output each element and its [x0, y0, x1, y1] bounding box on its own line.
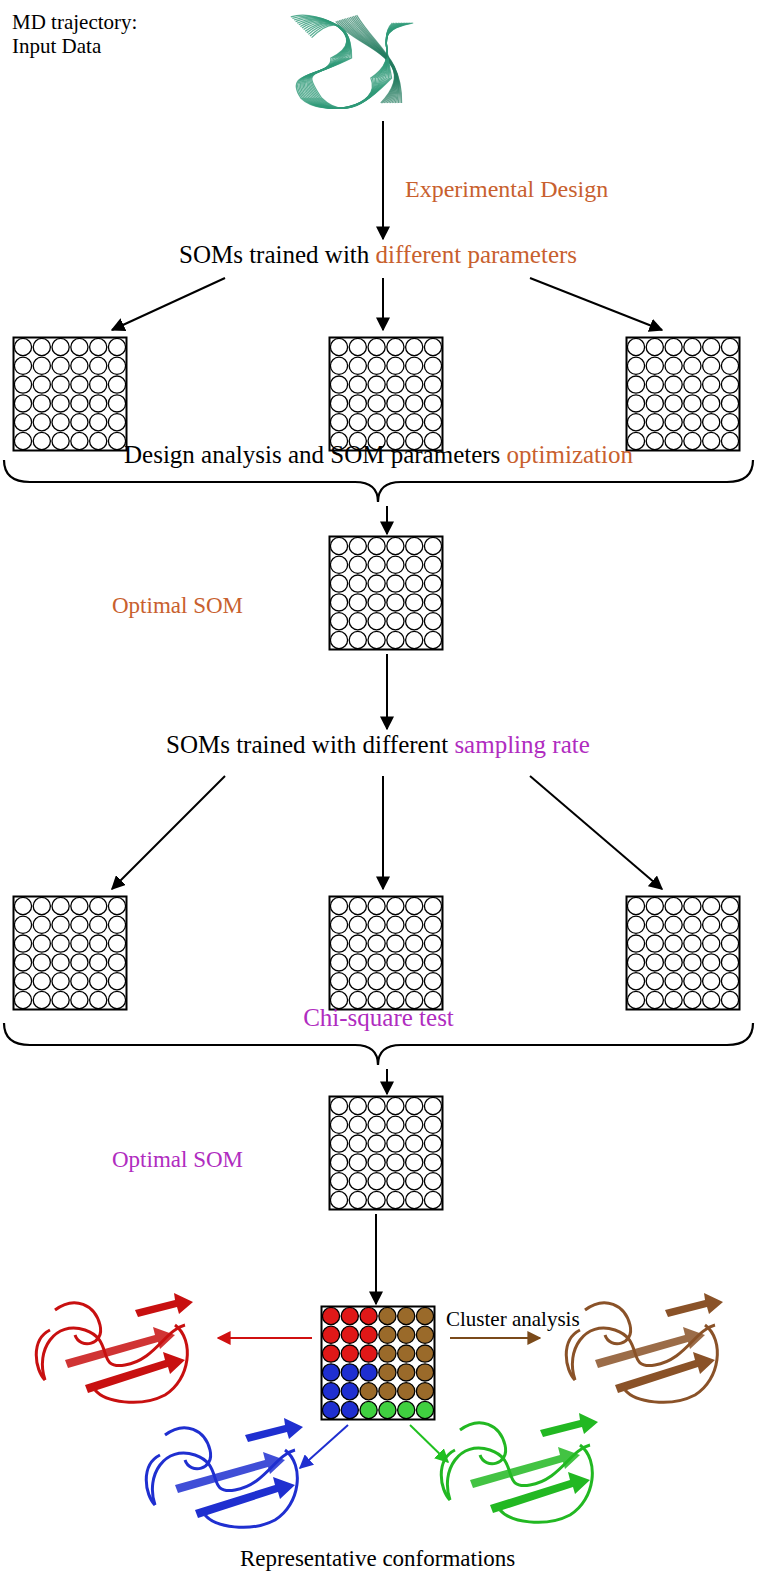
step-label: SOMs trained with differentsampling rate — [166, 730, 590, 760]
input-data-label: MD trajectory: Input Data — [10, 8, 440, 120]
flow-arrow — [386, 1069, 388, 1094]
optimal-som: Optimal SOM — [110, 535, 446, 653]
som-grid — [14, 897, 127, 1010]
node-text: MD trajectory: Input Data — [12, 10, 162, 58]
node-text: different parameters — [376, 241, 578, 268]
som-grid — [330, 338, 443, 451]
edge-label: Experimental Design — [405, 176, 608, 203]
node-text: SOMs trained with — [179, 241, 369, 268]
node-text: Representative conformations — [240, 1546, 515, 1571]
output-label: Representative conformations — [240, 1545, 515, 1573]
flow-arrow — [386, 654, 388, 729]
flow-arrow — [375, 1214, 377, 1304]
test-label: Chi-square test — [0, 1003, 757, 1068]
node-text: Design analysis and SOM parameters — [124, 441, 500, 468]
cluster-som: Cluster analysis — [320, 1305, 620, 1421]
text-line: Representative conformations — [240, 1545, 515, 1573]
node-text: Chi-square test — [303, 1004, 454, 1031]
som-grid — [14, 338, 127, 451]
text-line: SOMs trained with differentsampling rate — [166, 730, 590, 760]
som-grid — [328, 535, 444, 651]
node-text: Optimal SOM — [112, 1147, 243, 1173]
som-grid — [320, 1305, 436, 1421]
som-grid — [328, 1095, 444, 1211]
flow-arrow — [382, 121, 384, 239]
flow-arrow — [386, 506, 388, 534]
text-line: Design analysis and SOM parameters optimi… — [0, 440, 757, 470]
node-text: Optimal SOM — [112, 593, 243, 619]
step-label: SOMs trained with different parameters — [179, 240, 577, 270]
text-line: SOMs trained with different parameters — [179, 240, 577, 270]
som-grid — [627, 338, 740, 451]
optimal-som: Optimal SOM — [110, 1095, 446, 1213]
som-grid — [330, 897, 443, 1010]
text-line: Chi-square test — [0, 1003, 757, 1033]
node-text: sampling rate — [454, 731, 589, 758]
node-text: Cluster analysis — [446, 1307, 580, 1331]
step-label: Design analysis and SOM parameters optimi… — [0, 440, 757, 505]
node-text: optimization — [507, 441, 633, 468]
node-text: SOMs trained with different — [166, 731, 448, 758]
som-grid — [627, 897, 740, 1010]
md-trajectory-ensemble — [272, 8, 432, 123]
